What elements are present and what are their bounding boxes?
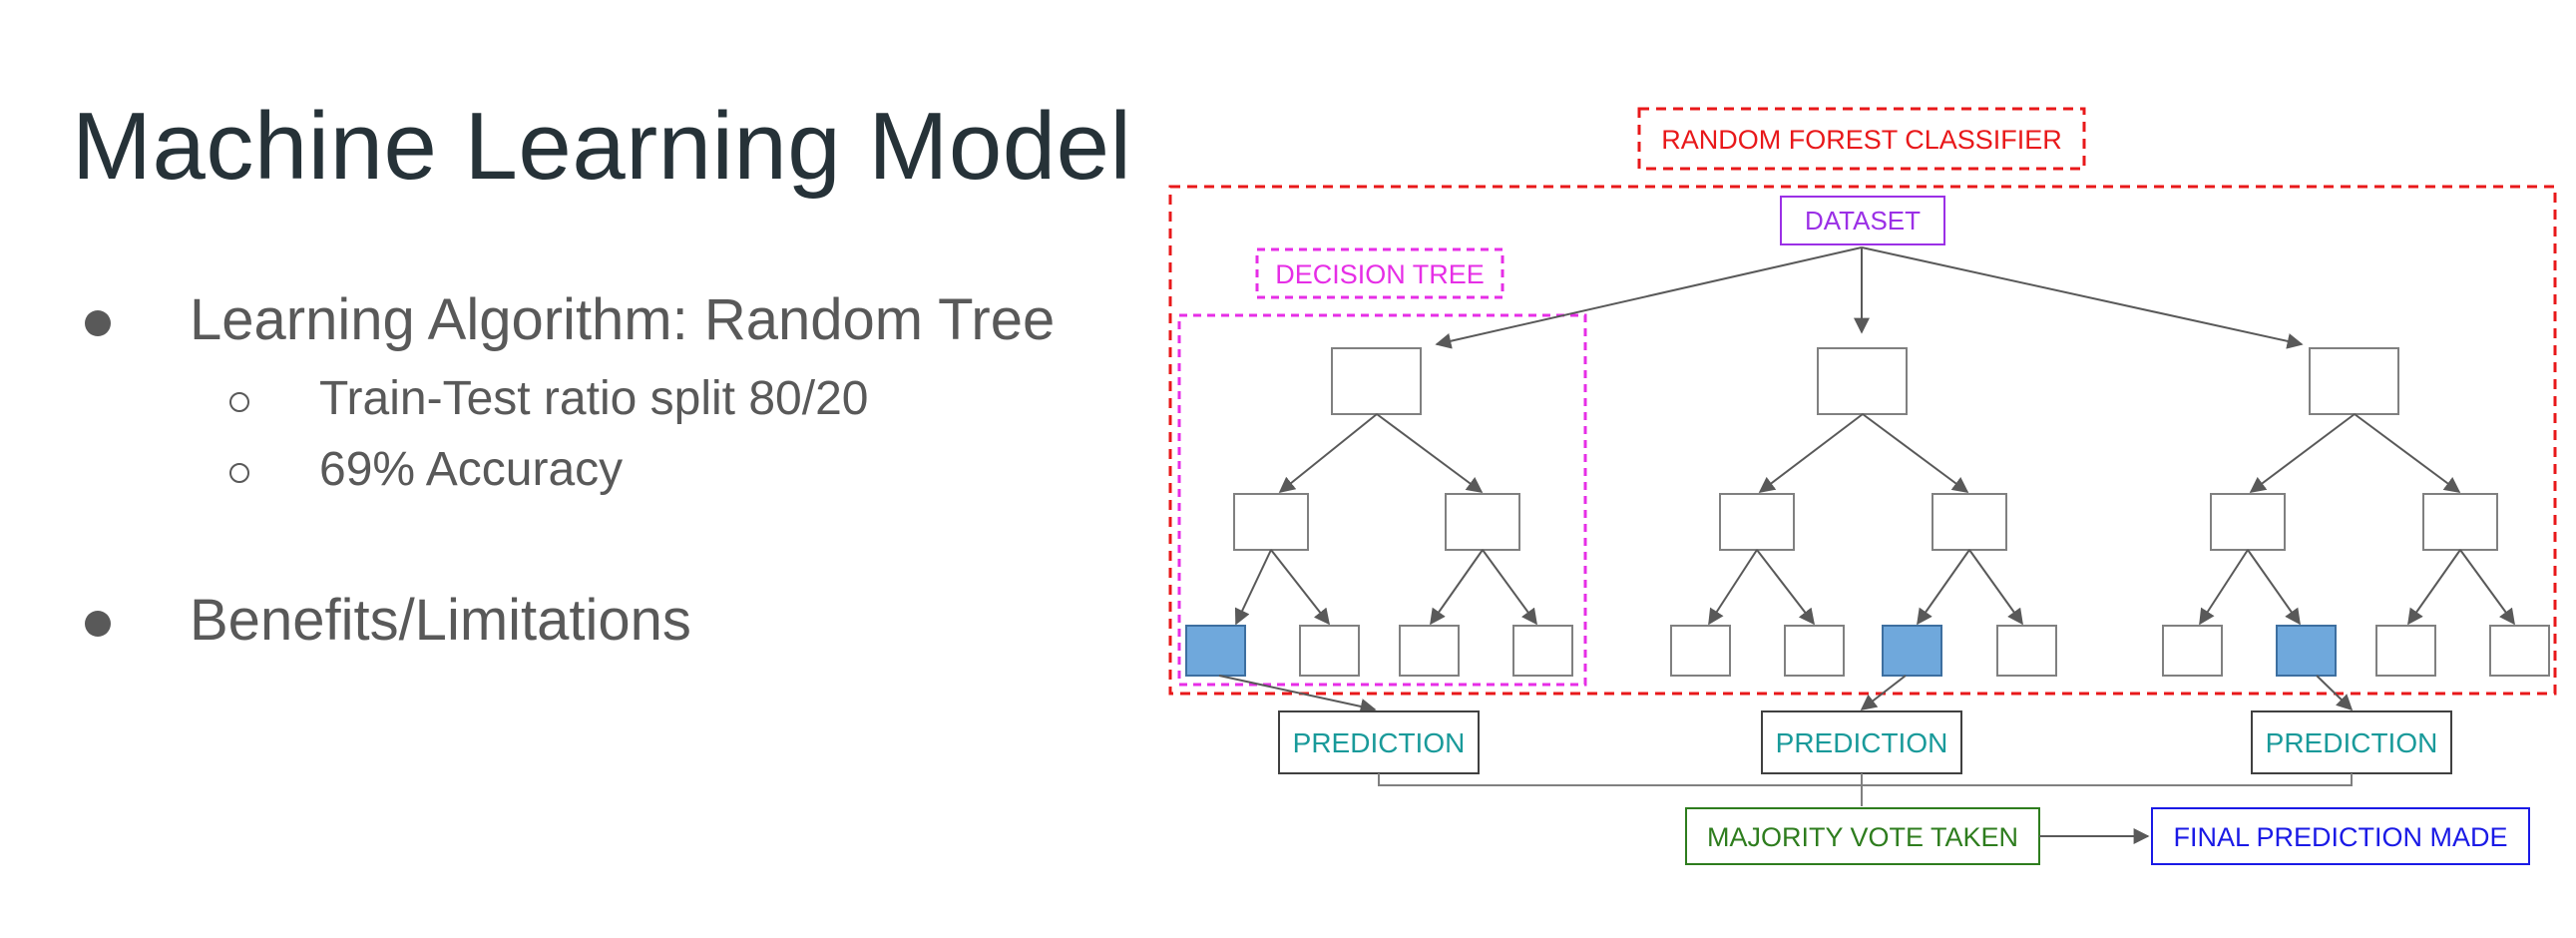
tree-leaf-node-highlighted (2276, 625, 2337, 677)
tree-leaf-node (2162, 625, 2223, 677)
tree-edge (2247, 549, 2301, 626)
tree-internal-node (1233, 493, 1309, 551)
prediction-label: PREDICTION (1293, 727, 1466, 758)
tree-edge (1376, 413, 1484, 493)
prediction-border (2251, 710, 2452, 774)
slide-title: Machine Learning Model (72, 93, 1132, 200)
tree-edge (1270, 549, 1330, 626)
tree-leaf-node (1512, 625, 1573, 677)
tree-edge (1758, 413, 1864, 493)
bullet-text: Benefits/Limitations (190, 588, 691, 653)
final-prediction-box: FINAL PREDICTION MADE (2151, 807, 2530, 865)
decision-tree-label-border (1255, 247, 1504, 299)
bullet-dot (85, 611, 111, 637)
majority-vote-label: MAJORITY VOTE TAKEN (1707, 822, 2018, 852)
tree-edge (1862, 413, 1969, 493)
majority-vote-border (1685, 807, 2040, 865)
tree-internal-node (2422, 493, 2498, 551)
tree-leaf-node (2375, 625, 2436, 677)
tree-1 (1185, 347, 1573, 677)
tree-edge (1708, 549, 1758, 626)
random-forest-label-border (1637, 107, 2086, 171)
dataset-to-tree-3-arrow (1861, 246, 2304, 349)
tree-leaf-node-highlighted (1185, 625, 1246, 677)
dataset-to-tree-1-arrow (1435, 246, 1863, 349)
final-prediction-label: FINAL PREDICTION MADE (2173, 822, 2507, 852)
tree-internal-node (1932, 493, 2007, 551)
tree-edge (1968, 549, 2023, 626)
prediction-label: PREDICTION (2266, 727, 2438, 758)
prediction-box-2: PREDICTION (1761, 710, 1962, 774)
tree-leaf-node-highlighted (1882, 625, 1942, 677)
tree-leaf-node (1299, 625, 1360, 677)
leaf-to-prediction-1-arrow (1218, 675, 1377, 714)
tree-leaf-node (2489, 625, 2550, 677)
tree-internal-node (2210, 493, 2286, 551)
sub-bullet-ring (229, 463, 249, 483)
dataset-label: DATASET (1805, 206, 1921, 235)
tree-edge (2199, 549, 2249, 626)
tree-edge (1917, 549, 1970, 626)
tree-internal-node (1445, 493, 1520, 551)
tree-edge (1234, 549, 1272, 626)
tree-leaf-node (1784, 625, 1845, 677)
tree-edge (2459, 549, 2515, 626)
prediction-box-3: PREDICTION (2251, 710, 2452, 774)
tree-leaf-node (1996, 625, 2057, 677)
leaf-to-prediction-3-arrow (2316, 675, 2354, 711)
random-forest-container (1168, 185, 2557, 696)
random-forest-label: RANDOM FOREST CLASSIFIER (1661, 125, 2062, 155)
tree-edge (1430, 549, 1484, 626)
leaf-to-prediction-2-arrow (1860, 675, 1907, 710)
sub-bullet-text: 69% Accuracy (319, 443, 624, 496)
tree-edge (1756, 549, 1815, 626)
prediction-label: PREDICTION (1776, 727, 1948, 758)
tree-2 (1670, 347, 2057, 677)
predictions-connector (1378, 773, 2353, 786)
decision-tree-label-box: DECISION TREE (1255, 247, 1504, 299)
tree-edge (2249, 413, 2356, 493)
tree-3 (2162, 347, 2550, 677)
tree-root-node (1331, 347, 1422, 415)
tree-edge (2407, 549, 2461, 626)
bullet-text: Learning Algorithm: Random Tree (190, 287, 1056, 352)
tree-leaf-node (1399, 625, 1460, 677)
tree-root-node (1817, 347, 1908, 415)
sub-bullet-text: Train-Test ratio split 80/20 (319, 372, 869, 425)
dataset-border (1780, 196, 1945, 245)
prediction-box-1: PREDICTION (1278, 710, 1480, 774)
majority-vote-box: MAJORITY VOTE TAKEN (1685, 807, 2040, 865)
tree-leaf-node (1670, 625, 1731, 677)
tree-internal-node (1719, 493, 1795, 551)
random-forest-label-box: RANDOM FOREST CLASSIFIER (1637, 107, 2086, 171)
prediction-border (1278, 710, 1480, 774)
tree-edge (2354, 413, 2461, 493)
tree-edge (1482, 549, 1537, 626)
dataset-node: DATASET (1780, 196, 1945, 245)
decision-tree-label: DECISION TREE (1275, 259, 1485, 289)
decision-tree-container (1177, 313, 1587, 687)
final-prediction-border (2151, 807, 2530, 865)
bullet-dot (85, 310, 111, 336)
sub-bullet-ring (229, 392, 249, 412)
tree-edge (1278, 413, 1378, 494)
tree-root-node (2309, 347, 2399, 415)
